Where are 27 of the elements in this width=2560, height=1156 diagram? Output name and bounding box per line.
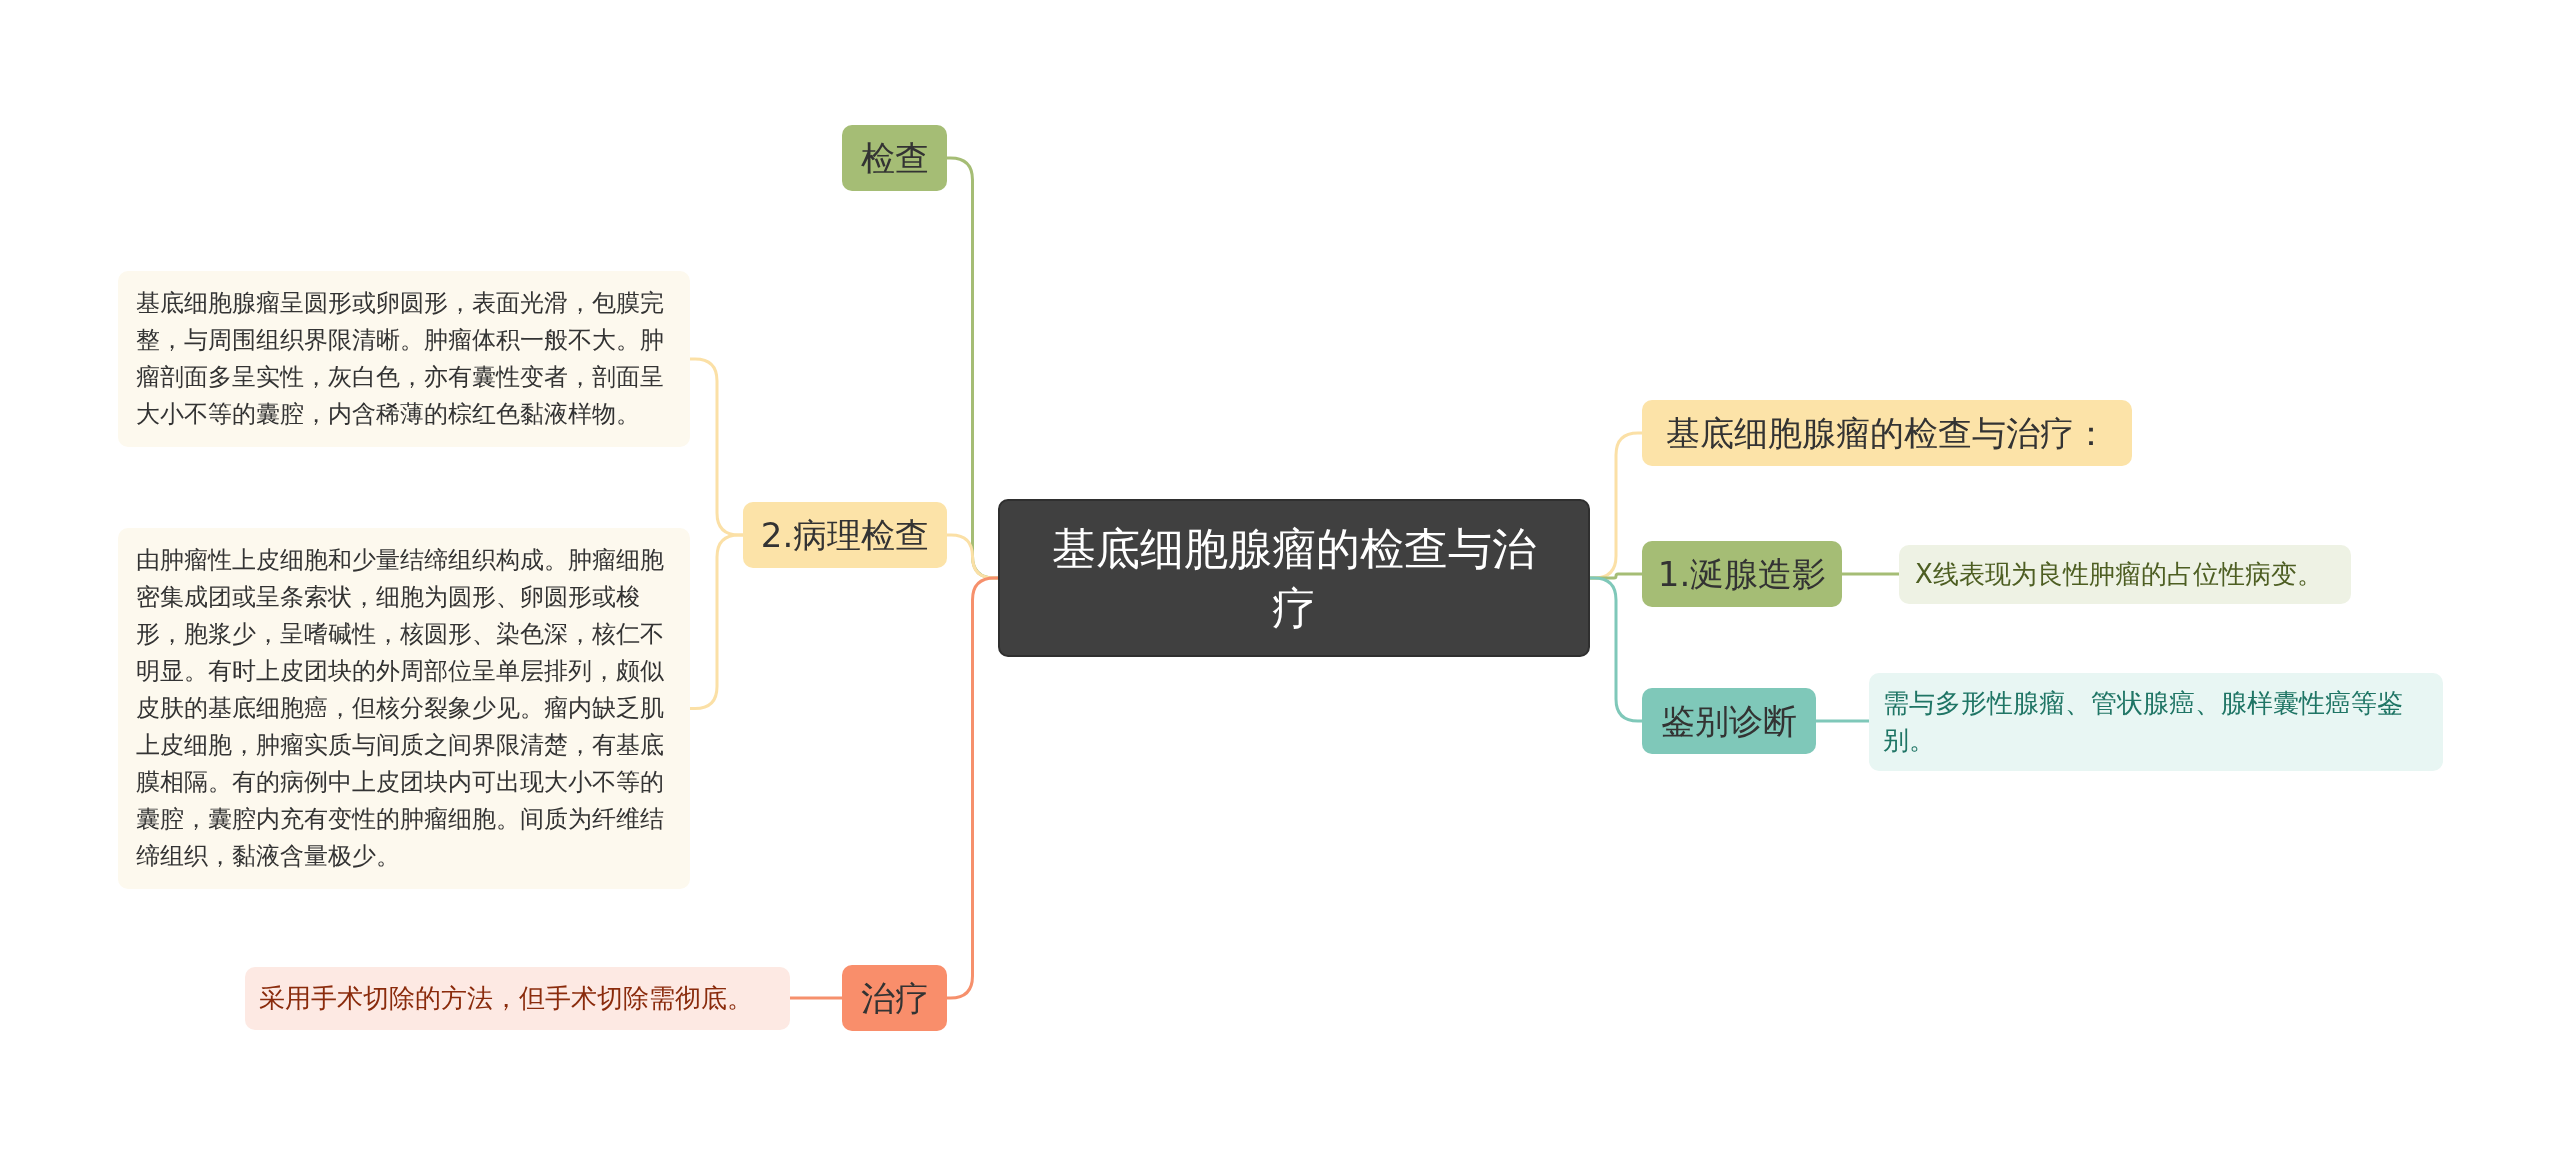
note-text: 由肿瘤性上皮细胞和少量结缔组织构成。肿瘤细胞密集成团或呈条索状，细胞为圆形、卵圆形或梭形，胞浆少，呈嗜碱性，核圆形、染色深，核仁不明显。有时上皮团块的外周部位呈单层排列，颇似皮肤的基底细胞癌，但核分裂象少见。瘤内缺乏肌上皮细胞，肿瘤实质与间质之间界限清楚，有基底膜相隔。有的病例中上皮团块内可出现大小不等的囊腔，囊腔内充有变性的肿瘤细胞。间质为纤维结缔组织，黏液含量极少。: [136, 545, 665, 872]
topic-text: 2.病理检查: [760, 514, 930, 557]
central-topic-text: 基底细胞腺瘤的检查与治疗: [1051, 522, 1537, 635]
connector-line: [790, 996, 842, 1000]
connector-line: [1816, 719, 1869, 723]
note-box: [1869, 673, 2443, 771]
topic-text: 治疗: [860, 977, 929, 1020]
note-box: [245, 967, 790, 1030]
note-text: 基底细胞腺瘤呈圆形或卵圆形，表面光滑，包膜完整，与周围组织界限清晰。肿瘤体积一般不大。肿瘤剖面多呈实性，灰白色，亦有囊性变者，剖面呈大小不等的囊腔，内含稀薄的棕红色黏液样物。: [136, 288, 665, 430]
topic-box: [1642, 688, 1816, 754]
topic-text: 1.涎腺造影: [1657, 553, 1827, 596]
note-text: 采用手术切除的方法，但手术切除需彻底。: [259, 982, 753, 1015]
note-text: X线表现为良性肿瘤的占位性病变。: [1915, 558, 2323, 591]
topic-box: [1642, 400, 2132, 466]
topic-text: 鉴别诊断: [1661, 700, 1797, 743]
topic-box: [1642, 541, 1842, 607]
note-box: [118, 271, 690, 447]
topic-box: [743, 502, 947, 568]
note-box: [1899, 545, 2351, 604]
connector-line: [1842, 572, 1899, 576]
topic-box: [842, 125, 947, 191]
central-topic-box: [998, 499, 1590, 657]
topic-text: 基底细胞腺瘤的检查与治疗：: [1666, 412, 2108, 455]
note-box: [118, 528, 690, 889]
note-text: 需与多形性腺瘤、管状腺癌、腺样囊性癌等鉴别。: [1883, 687, 2404, 757]
topic-box: [842, 965, 947, 1031]
topic-text: 检查: [860, 137, 929, 180]
